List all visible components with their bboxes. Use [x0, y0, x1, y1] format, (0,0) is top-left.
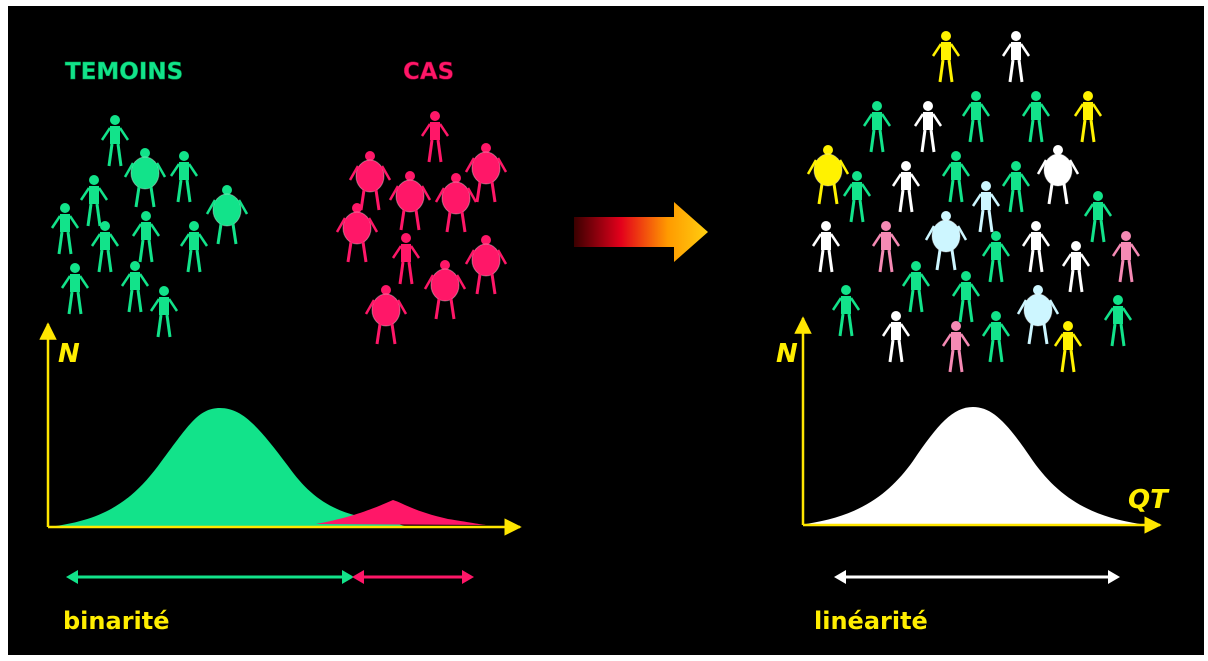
person-icon	[971, 181, 1001, 233]
pregnant-person-icon	[464, 235, 508, 295]
pregnant-person-icon	[806, 145, 850, 205]
right-x-axis-label: QT	[1128, 485, 1170, 515]
slide: TEMOINS CAS N binarité N QT linéarité	[8, 6, 1204, 655]
person-icon	[931, 31, 961, 83]
person-icon	[79, 175, 109, 227]
linearity-caption: linéarité	[814, 607, 928, 635]
person-icon	[1111, 231, 1141, 283]
person-icon	[961, 91, 991, 143]
pregnant-person-icon	[1016, 285, 1060, 345]
pregnant-person-icon	[335, 203, 379, 263]
person-icon	[100, 115, 130, 167]
person-icon	[941, 151, 971, 203]
person-icon	[981, 231, 1011, 283]
person-icon	[131, 211, 161, 263]
person-icon	[179, 221, 209, 273]
person-icon	[941, 321, 971, 373]
person-icon	[891, 161, 921, 213]
person-icon	[842, 171, 872, 223]
pregnant-person-icon	[364, 285, 408, 345]
person-icon	[420, 111, 450, 163]
controls-label: TEMOINS	[65, 59, 183, 85]
trait-range-arrow	[834, 570, 1120, 584]
pregnant-person-icon	[388, 171, 432, 231]
pregnant-person-icon	[434, 173, 478, 233]
pregnant-person-icon	[464, 143, 508, 203]
person-icon	[1001, 161, 1031, 213]
person-icon	[1073, 91, 1103, 143]
binarity-caption: binarité	[63, 607, 170, 635]
person-icon	[981, 311, 1011, 363]
pregnant-person-icon	[123, 148, 167, 208]
pregnant-person-icon	[924, 211, 968, 271]
person-icon	[811, 221, 841, 273]
person-icon	[169, 151, 199, 203]
pregnant-person-icon	[348, 151, 392, 211]
person-icon	[391, 233, 421, 285]
person-icon	[50, 203, 80, 255]
person-icon	[60, 263, 90, 315]
person-icon	[1001, 31, 1031, 83]
person-icon	[951, 271, 981, 323]
person-icon	[1053, 321, 1083, 373]
person-icon	[1021, 91, 1051, 143]
cases-range-arrow	[352, 570, 474, 584]
controls-range-arrow	[66, 570, 354, 584]
person-icon	[1083, 191, 1113, 243]
cases-label: CAS	[403, 59, 454, 85]
person-icon	[1021, 221, 1051, 273]
person-icon	[913, 101, 943, 153]
person-icon	[120, 261, 150, 313]
diagram-canvas: TEMOINS CAS N binarité N QT linéarité	[39, 31, 1170, 635]
person-icon	[90, 221, 120, 273]
population-figures	[806, 31, 1141, 373]
right-y-axis-label: N	[776, 339, 798, 369]
left-y-axis-label: N	[58, 339, 80, 369]
person-icon	[901, 261, 931, 313]
person-icon	[862, 101, 892, 153]
population-distribution	[806, 407, 1140, 524]
person-icon	[1103, 295, 1133, 347]
pregnant-person-icon	[205, 185, 249, 245]
person-icon	[871, 221, 901, 273]
person-icon	[149, 286, 179, 338]
pregnant-person-icon	[423, 260, 467, 320]
arrow-right-icon	[574, 202, 708, 262]
person-icon	[1061, 241, 1091, 293]
pregnant-person-icon	[1036, 145, 1080, 205]
person-icon	[831, 285, 861, 337]
person-icon	[881, 311, 911, 363]
controls-distribution	[48, 408, 408, 527]
controls-and-cases-figures	[50, 111, 508, 345]
cases-distribution	[316, 500, 486, 525]
